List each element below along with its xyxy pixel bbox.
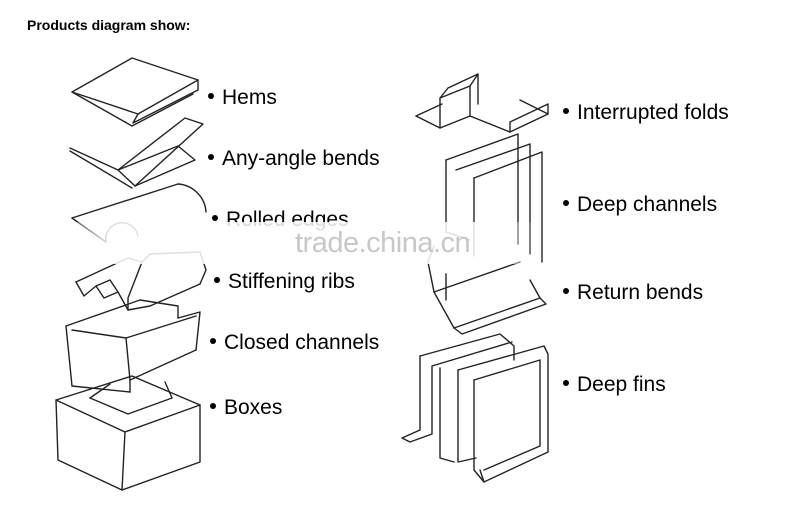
return-bends-illustration — [427, 245, 547, 335]
bullet-icon — [563, 200, 569, 207]
bullet-icon — [210, 338, 216, 345]
bullet-icon — [214, 277, 220, 284]
deep-fins-illustration — [401, 333, 549, 483]
hems-illustration — [71, 57, 199, 127]
label-any-angle-bends: Any-angle bends — [208, 147, 380, 171]
any-angle-bends-illustration — [69, 117, 204, 189]
label-closed-channels: Closed channels — [210, 331, 379, 355]
label-deep-channels: Deep channels — [563, 193, 717, 217]
bullet-icon — [210, 403, 216, 410]
bullet-icon — [208, 93, 214, 100]
label-return-bends: Return bends — [563, 281, 703, 305]
label-stiffening-ribs: Stiffening ribs — [214, 270, 355, 294]
closed-channels-illustration — [65, 299, 201, 393]
bullet-icon — [563, 288, 569, 295]
bullet-icon — [208, 154, 214, 161]
label-hems: Hems — [208, 86, 277, 110]
interrupted-folds-illustration — [415, 73, 549, 133]
page-title: Products diagram show: — [27, 17, 191, 33]
bullet-icon — [212, 215, 218, 222]
label-deep-fins: Deep fins — [563, 373, 666, 397]
boxes-illustration — [55, 375, 201, 491]
label-boxes: Boxes — [210, 396, 282, 420]
watermark-band — [60, 222, 540, 264]
label-interrupted-folds: Interrupted folds — [563, 101, 729, 125]
bullet-icon — [563, 380, 569, 387]
bullet-icon — [563, 108, 569, 115]
watermark-text: trade.china.cn — [295, 227, 471, 259]
